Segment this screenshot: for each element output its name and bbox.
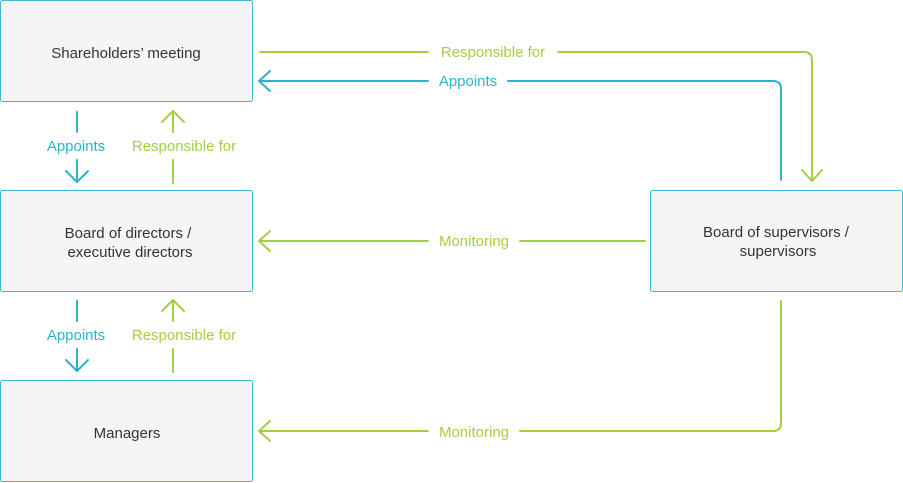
board-of-directors-node: Board of directors / executive directors <box>0 190 253 292</box>
edge-shareholders-to-supervisors: Responsible for <box>259 44 823 182</box>
shareholders-meeting-label: Shareholders’ meeting <box>51 45 201 62</box>
edge-label-responsible-for-top: Responsible for <box>441 44 545 61</box>
board-of-directors-label-line2: executive directors <box>67 244 192 261</box>
edge-supervisors-to-managers: Monitoring <box>258 300 782 442</box>
edge-label-monitoring-bottom: Monitoring <box>439 424 509 441</box>
edge-label-responsible-for-upper: Responsible for <box>132 138 236 155</box>
board-of-supervisors-node: Board of supervisors / supervisors <box>650 190 903 292</box>
edge-supervisors-to-directors: Monitoring <box>258 230 646 252</box>
edge-label-appoints-upper-left: Appoints <box>47 138 105 155</box>
edge-label-appoints-lower-left: Appoints <box>47 327 105 344</box>
edge-label-monitoring-middle: Monitoring <box>439 233 509 250</box>
edge-directors-to-shareholders: Responsible for <box>132 110 236 184</box>
board-of-supervisors-label-line1: Board of supervisors / <box>703 224 850 241</box>
edge-managers-to-directors: Responsible for <box>132 299 236 373</box>
edge-directors-to-managers: Appoints <box>47 300 105 372</box>
board-of-directors-label-line1: Board of directors / <box>65 225 193 242</box>
edge-shareholders-to-directors: Appoints <box>47 111 105 183</box>
shareholders-meeting-node: Shareholders’ meeting <box>0 0 253 102</box>
board-of-supervisors-label-line2: supervisors <box>740 243 817 260</box>
managers-node: Managers <box>0 380 253 482</box>
edge-label-appoints-top: Appoints <box>439 73 497 90</box>
managers-label: Managers <box>94 425 161 442</box>
edge-label-responsible-for-lower: Responsible for <box>132 327 236 344</box>
edge-supervisors-to-shareholders: Appoints <box>258 70 782 181</box>
